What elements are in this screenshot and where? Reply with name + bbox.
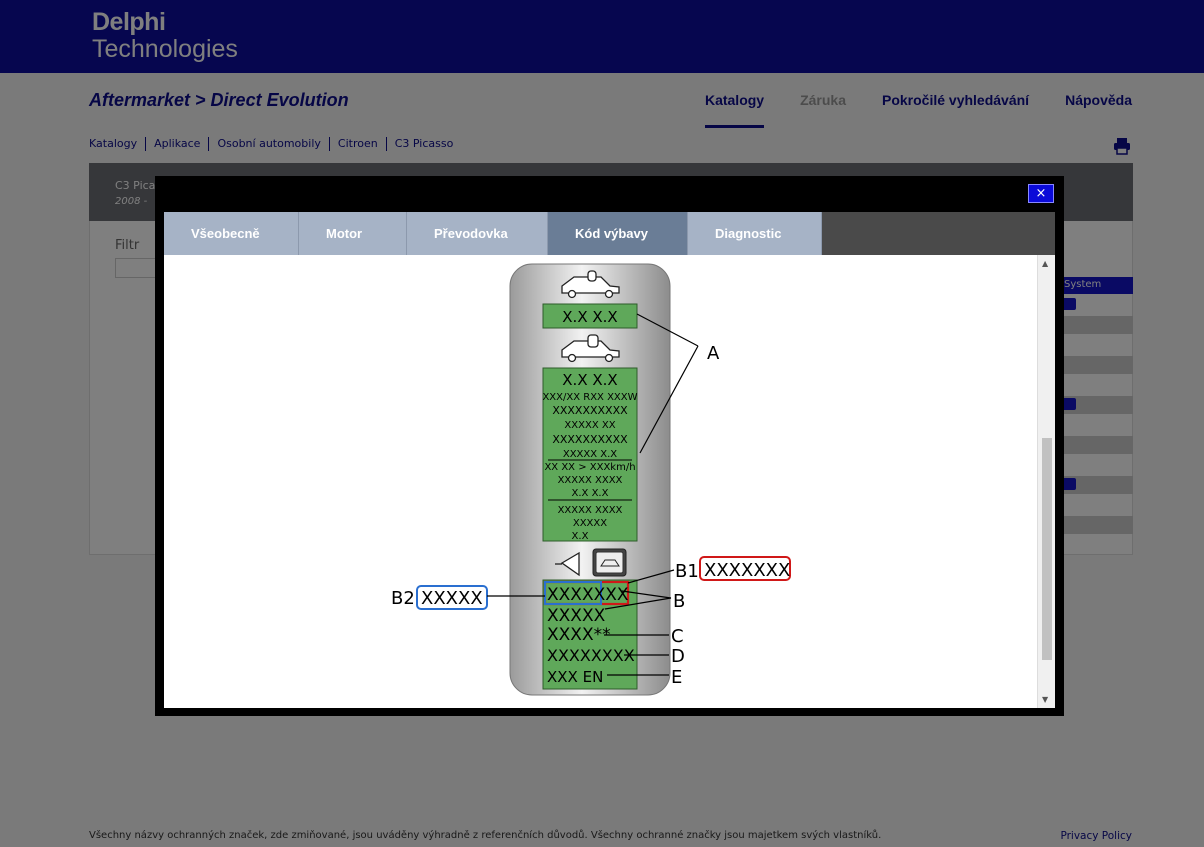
svg-text:XXXXXXX: XXXXXXX [547, 585, 629, 605]
tab-general[interactable]: Všeobecně [164, 212, 299, 255]
svg-text:X.X X.X: X.X X.X [572, 488, 609, 499]
scroll-down-icon[interactable]: ▼ [1042, 695, 1049, 704]
svg-text:X.X X.X: X.X X.X [562, 308, 617, 326]
svg-text:XXXXXXXXXX: XXXXXXXXXX [552, 433, 628, 446]
svg-text:B1: B1 [675, 561, 699, 582]
tab-transmission[interactable]: Převodovka [407, 212, 548, 255]
svg-text:E: E [671, 667, 682, 688]
svg-text:XX XX > XXXkm/h: XX XX > XXXkm/h [544, 462, 635, 473]
svg-text:A: A [707, 343, 720, 364]
svg-text:XXXXX XXXX: XXXXX XXXX [558, 475, 623, 486]
svg-text:C: C [671, 626, 684, 647]
scroll-thumb[interactable] [1042, 438, 1052, 660]
tab-engine[interactable]: Motor [299, 212, 407, 255]
tab-equipment-code[interactable]: Kód výbavy [548, 212, 688, 255]
callout-box-b1 [699, 556, 791, 581]
svg-text:X.X: X.X [572, 531, 589, 542]
car-icon [561, 270, 620, 299]
svg-text:B: B [673, 591, 685, 612]
horn-icon [555, 551, 580, 577]
callout-box-b2 [416, 585, 488, 610]
modal-dialog: × Všeobecně Motor Převodovka Kód výbavy … [155, 176, 1064, 716]
svg-text:XXXX**: XXXX** [547, 625, 611, 645]
svg-text:XXXXX XX: XXXXX XX [564, 420, 615, 431]
svg-text:XXX/XX RXX XXXW: XXX/XX RXX XXXW [542, 392, 637, 403]
svg-text:XXXXX: XXXXX [547, 606, 606, 626]
scroll-up-icon[interactable]: ▲ [1042, 259, 1049, 268]
lcd-box [542, 367, 638, 542]
tab-diagnostic[interactable]: Diagnostic [688, 212, 822, 255]
close-button[interactable]: × [1028, 184, 1054, 203]
svg-text:XXXXXXX: XXXXXXX [704, 560, 790, 581]
svg-text:X.X X.X: X.X X.X [562, 371, 617, 389]
modal-tabs: Všeobecně Motor Převodovka Kód výbavy Di… [164, 212, 1055, 255]
highlight-box-blue [544, 581, 602, 605]
svg-text:XXX EN: XXX EN [547, 668, 603, 686]
vin-plate-diagram: X.X X.X X.X X.X XXX/XX RXX XXXW XXXXXXXX… [391, 263, 791, 696]
svg-text:XXXXXXXX: XXXXXXXX [547, 646, 635, 665]
svg-text:D: D [671, 646, 685, 667]
svg-text:XXXXX XXXX: XXXXX XXXX [558, 505, 623, 516]
svg-text:B2: B2 [391, 588, 415, 609]
car-icon [561, 334, 620, 363]
car-book-icon [592, 548, 627, 577]
lcd-box [542, 303, 638, 329]
svg-text:XXXXXXXXXX: XXXXXXXXXX [552, 404, 628, 417]
svg-text:XXXXX: XXXXX [421, 588, 483, 609]
svg-text:XXXXX X.X: XXXXX X.X [563, 449, 617, 460]
svg-text:XXXXX: XXXXX [573, 518, 607, 529]
close-icon: × [1035, 186, 1047, 201]
scrollbar[interactable]: ▲ ▼ [1037, 255, 1055, 708]
modal-content: X.X X.X X.X X.X XXX/XX RXX XXXW XXXXXXXX… [164, 255, 1055, 708]
